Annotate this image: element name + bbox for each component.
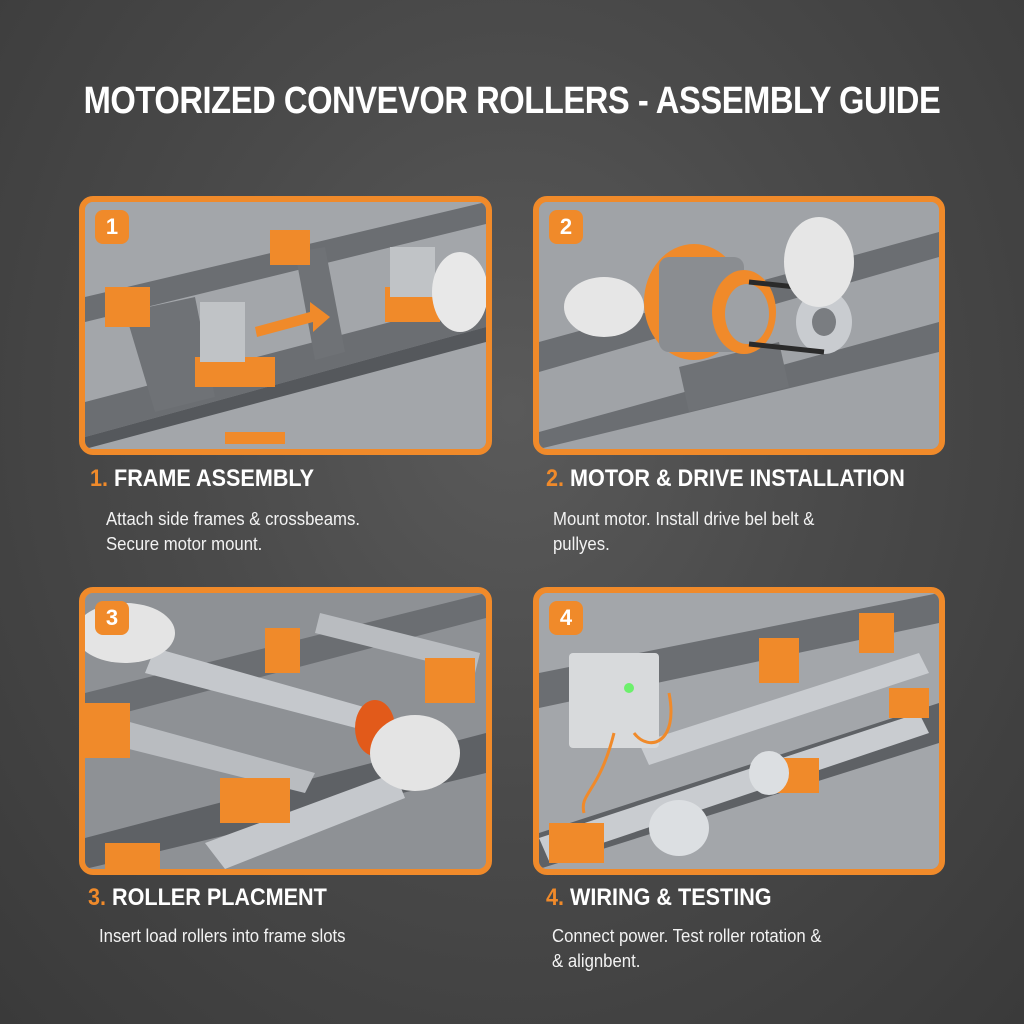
- step-title: WIRING & TESTING: [570, 884, 772, 911]
- step-1-panel: 1: [79, 196, 492, 455]
- step-number: 2.: [546, 465, 565, 492]
- step-number: 3.: [88, 884, 107, 911]
- step-3-heading: 3. ROLLER PLACMENT: [88, 884, 327, 912]
- roller-placement-illustration: [85, 593, 486, 869]
- description-line: Insert load rollers into frame slots: [99, 926, 346, 946]
- step-number: 4.: [546, 884, 565, 911]
- description-line: Secure motor mount.: [106, 534, 263, 554]
- step-4-panel: 4: [533, 587, 945, 875]
- step-4-heading: 4. WIRING & TESTING: [546, 884, 772, 912]
- motor-drive-illustration: [539, 202, 939, 449]
- step-2-panel: 2: [533, 196, 945, 455]
- step-number: 1.: [90, 465, 109, 492]
- step-badge: 4: [549, 601, 583, 635]
- description-line: & alignbent.: [552, 951, 641, 971]
- step-2-description: Mount motor. Install drive bel belt & pu…: [553, 507, 814, 557]
- step-2-heading: 2. MOTOR & DRIVE INSTALLATION: [546, 465, 905, 493]
- step-4-description: Connect power. Test roller rotation & & …: [552, 924, 822, 974]
- page-title: MOTORIZED CONVEVOR ROLLERS - ASSEMBLY GU…: [83, 80, 941, 122]
- step-badge: 3: [95, 601, 129, 635]
- step-3-description: Insert load rollers into frame slots: [99, 924, 346, 949]
- step-3-panel: 3: [79, 587, 492, 875]
- step-title: FRAME ASSEMBLY: [114, 465, 315, 492]
- frame-assembly-illustration: [85, 202, 486, 449]
- description-line: pullyes.: [553, 534, 610, 554]
- step-1-description: Attach side frames & crossbeams. Secure …: [106, 507, 360, 557]
- description-line: Attach side frames & crossbeams.: [106, 509, 360, 529]
- step-badge: 2: [549, 210, 583, 244]
- step-title: MOTOR & DRIVE INSTALLATION: [570, 465, 905, 492]
- step-badge: 1: [95, 210, 129, 244]
- step-title: ROLLER PLACMENT: [112, 884, 327, 911]
- description-line: Connect power. Test roller rotation &: [552, 926, 822, 946]
- step-1-heading: 1. FRAME ASSEMBLY: [90, 465, 314, 493]
- wiring-testing-illustration: [539, 593, 939, 869]
- description-line: Mount motor. Install drive bel belt &: [553, 509, 815, 529]
